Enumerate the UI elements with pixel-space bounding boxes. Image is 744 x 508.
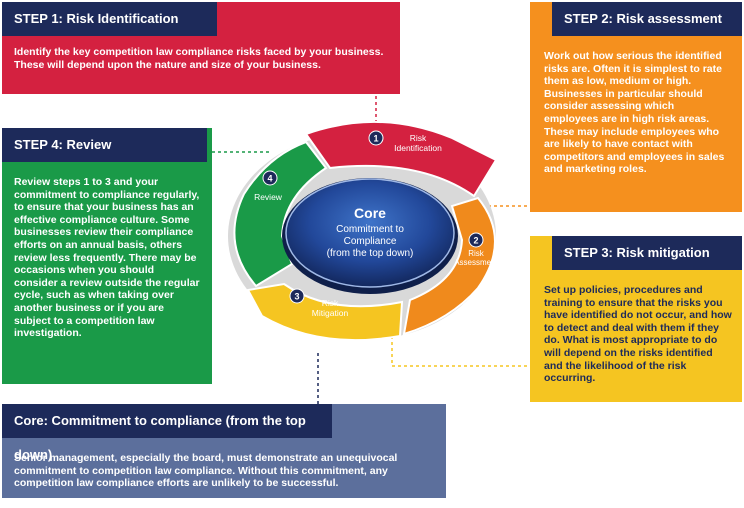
step1-title: STEP 1: Risk Identification [2, 2, 217, 36]
segment1-label-line2: Identification [394, 143, 442, 153]
segment-risk-mitigation [246, 282, 404, 342]
core-box-title: Core: Commitment to compliance (from the… [2, 404, 332, 462]
segment4-label-line1: Review [254, 192, 283, 202]
segment1-label-line1: Risk [410, 133, 427, 143]
badge-step2-number: 2 [473, 236, 478, 246]
step1-box: STEP 1: Risk Identification Identify the… [2, 2, 400, 94]
segment2-label-line1: Risk [468, 249, 485, 258]
connector-step3 [391, 330, 530, 367]
segment-risk-identification [304, 120, 498, 198]
badge-step1: 1 [368, 130, 384, 146]
core-ellipse [285, 178, 455, 288]
core-line2: Compliance [344, 236, 397, 247]
step4-box: STEP 4: Review Review steps 1 to 3 and y… [2, 128, 212, 384]
step3-box: STEP 3: Risk mitigation Set up policies,… [530, 236, 742, 402]
core-line3: (from the top down) [327, 248, 414, 259]
badge-step3-number: 3 [294, 292, 299, 302]
step4-text: Review steps 1 to 3 and your commitment … [14, 176, 200, 340]
core-line1: Commitment to [336, 224, 404, 235]
step2-text: Work out how serious the identified risk… [544, 50, 725, 176]
badge-step4-number: 4 [267, 174, 272, 184]
segment-risk-assessment [402, 196, 496, 336]
core-box-text: Senior management, especially the board,… [14, 452, 398, 490]
badge-step2: 2 [468, 232, 484, 248]
core-title: Core [354, 205, 386, 221]
step3-text: Set up policies, procedures and training… [544, 284, 732, 385]
step2-box: STEP 2: Risk assessment Work out how ser… [530, 2, 742, 212]
step3-title: STEP 3: Risk mitigation [552, 236, 742, 270]
segment-review [233, 140, 328, 288]
step1-text: Identify the key competition law complia… [14, 46, 384, 71]
step4-title: STEP 4: Review [2, 128, 207, 162]
segment3-label-line1: Risk [322, 298, 339, 308]
badge-step1-number: 1 [373, 134, 378, 144]
segment2-label-line2: Assessment [454, 258, 498, 267]
segment3-label-line2: Mitigation [312, 308, 349, 318]
badge-step4: 4 [262, 170, 278, 186]
core-box: Core: Commitment to compliance (from the… [2, 404, 446, 498]
badge-step3: 3 [289, 288, 305, 304]
step2-title: STEP 2: Risk assessment [552, 2, 742, 36]
